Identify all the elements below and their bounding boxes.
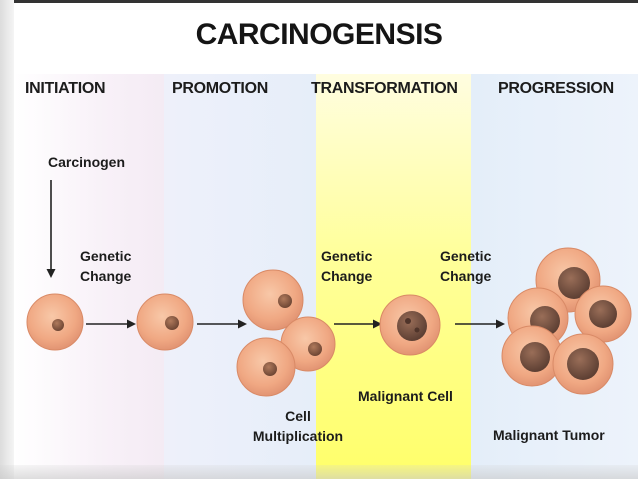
cell-multiplication-label: Cell Multiplication (238, 406, 358, 446)
transformation-stage-band (316, 74, 471, 479)
stage-label-initiation: INITIATION (25, 80, 106, 97)
malignant-tumor-label: Malignant Tumor (493, 427, 605, 443)
normal-cell-initiation (26, 293, 84, 351)
cell-multiplication-label-line2: Multiplication (252, 428, 344, 444)
initiated-cell (136, 293, 194, 351)
malignant-cell (379, 294, 441, 356)
stage-label-promotion: PROMOTION (172, 80, 268, 97)
genetic-change-label-2-line1: Genetic (321, 248, 373, 264)
bottom-border (0, 465, 638, 479)
genetic-change-label-3-line1: Genetic (440, 248, 492, 264)
genetic-change-label-3: Genetic Change (440, 246, 491, 286)
multiplying-cell-cluster (236, 269, 336, 397)
genetic-change-label-1: Genetic Change (80, 246, 131, 286)
genetic-change-label-3-line2: Change (440, 268, 492, 284)
top-border (0, 0, 638, 3)
initiation-stage-band (14, 74, 164, 479)
stage-label-transformation: TRANSFORMATION (311, 80, 458, 97)
stage-label-progression: PROGRESSION (498, 80, 614, 97)
malignant-cell-label: Malignant Cell (358, 388, 453, 404)
genetic-change-label-2-line2: Change (321, 268, 373, 284)
genetic-change-label-1-line2: Change (80, 268, 132, 284)
diagram-title: CARCINOGENSIS (195, 18, 443, 51)
cell-multiplication-label-line1: Cell (285, 408, 311, 424)
carcinogen-label: Carcinogen (48, 154, 126, 170)
genetic-change-label-1-line1: Genetic (80, 248, 132, 264)
malignant-tumor (501, 247, 632, 395)
left-border (0, 0, 14, 479)
genetic-change-label-2: Genetic Change (321, 246, 372, 286)
